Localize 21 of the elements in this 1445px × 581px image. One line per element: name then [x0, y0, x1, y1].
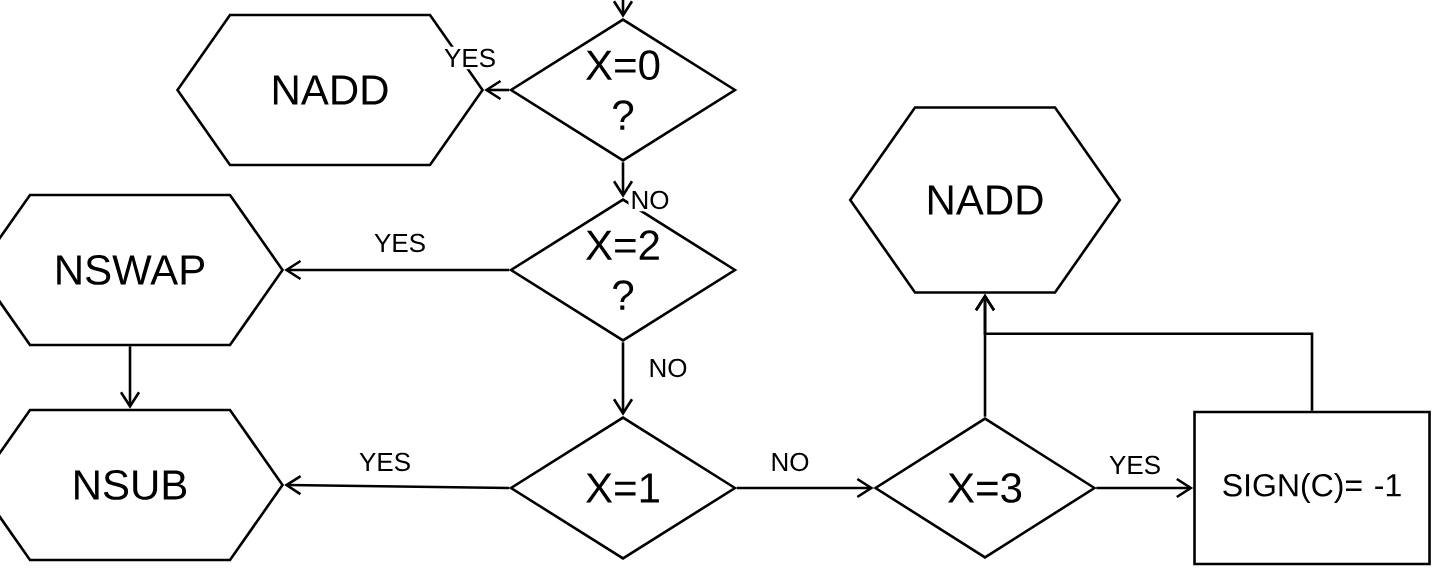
process-box: SIGN(C)= -1 — [1193, 410, 1431, 566]
arrow — [1096, 477, 1194, 499]
edge-label: YES — [372, 231, 428, 255]
arrow — [484, 79, 510, 101]
arrow — [284, 259, 510, 281]
arrow — [612, 342, 634, 416]
edge-label: YES — [442, 46, 498, 70]
arrow — [612, 0, 634, 18]
arrow — [736, 477, 874, 499]
edge-label: NO — [628, 188, 672, 212]
edge-label: NO — [646, 356, 690, 380]
arrow — [284, 475, 510, 496]
arrow — [974, 293, 1314, 411]
hexagon: NSUB — [0, 408, 285, 562]
hexagon: NSWAP — [0, 193, 285, 347]
arrow — [612, 162, 634, 198]
edge-label: YES — [1107, 453, 1163, 477]
edge-label: NO — [768, 450, 812, 474]
edge-label: YES — [357, 450, 413, 474]
hexagon: NADD — [848, 106, 1122, 294]
arrow — [119, 346, 141, 409]
